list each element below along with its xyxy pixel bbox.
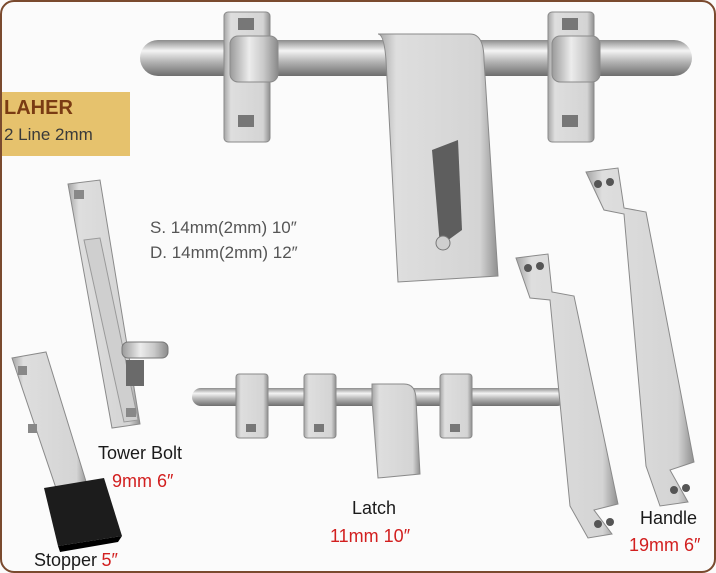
latch-name: Latch [352,498,397,518]
stopper-size: 5″ [101,550,118,570]
handle-name: Handle [640,508,698,528]
tower-bolt-size: 9mm 6″ [112,471,174,491]
aldrop-large [140,11,692,283]
latch-illustration [192,373,566,479]
stopper-caption: Stopper 5″ [34,550,118,571]
spec-line-2: D. 14mm(2mm) 12″ [150,243,298,262]
tower-bolt-name: Tower Bolt [98,443,183,463]
stopper-illustration [11,351,122,552]
badge-title: LAHER [4,97,73,119]
handle-size: 19mm 6″ [629,535,701,555]
handle-illustration [515,167,695,539]
stopper-name: Stopper [34,550,98,570]
tower-bolt-illustration [67,179,169,429]
badge-subtitle: 2 Line 2mm [4,125,93,144]
spec-line-1: S. 14mm(2mm) 10″ [150,218,297,237]
latch-size: 11mm 10″ [330,526,411,546]
brand-badge: LAHER 2 Line 2mm [0,92,130,156]
